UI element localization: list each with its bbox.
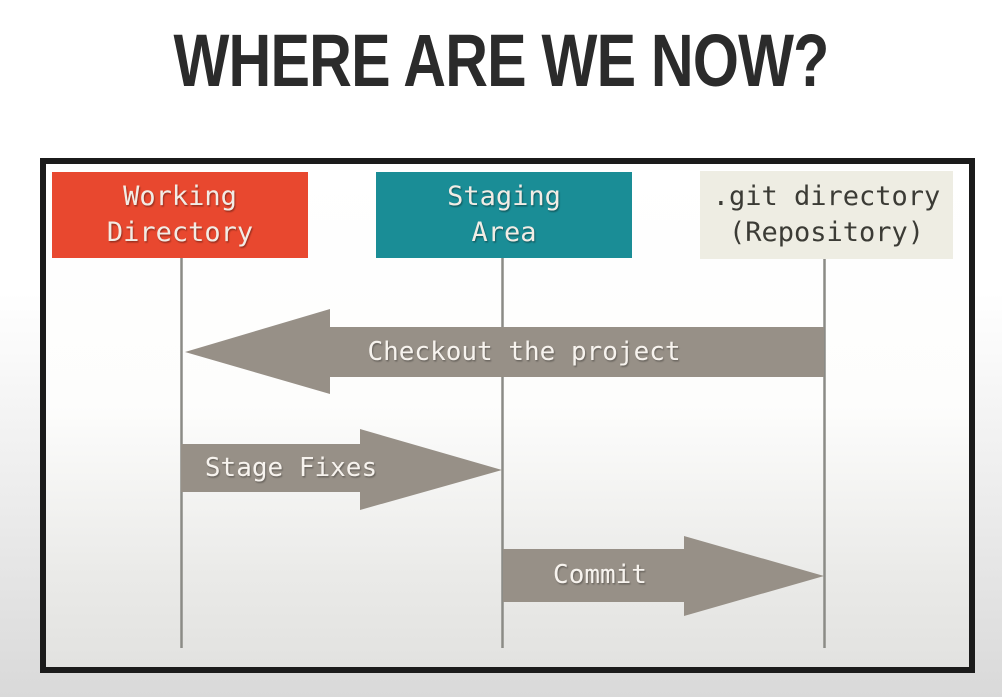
column-box-git-directory: .git directory (Repository) <box>700 171 953 259</box>
page-title: WHERE ARE WE NOW? <box>173 19 829 102</box>
stage-fixes-arrow-shape <box>181 429 502 510</box>
checkout-arrow-shape <box>185 309 824 394</box>
diagram-canvas <box>180 258 826 648</box>
commit-arrow-shape <box>503 536 824 616</box>
column-box-staging-area: Staging Area <box>376 172 632 258</box>
diagram-frame: Working Directory Staging Area .git dire… <box>40 158 975 673</box>
checkout-arrow-label: Checkout the project <box>367 337 681 367</box>
commit-arrow-label: Commit <box>553 560 647 590</box>
stage-fixes-arrow-label: Stage Fixes <box>204 453 378 483</box>
column-box-working-directory: Working Directory <box>52 172 308 258</box>
